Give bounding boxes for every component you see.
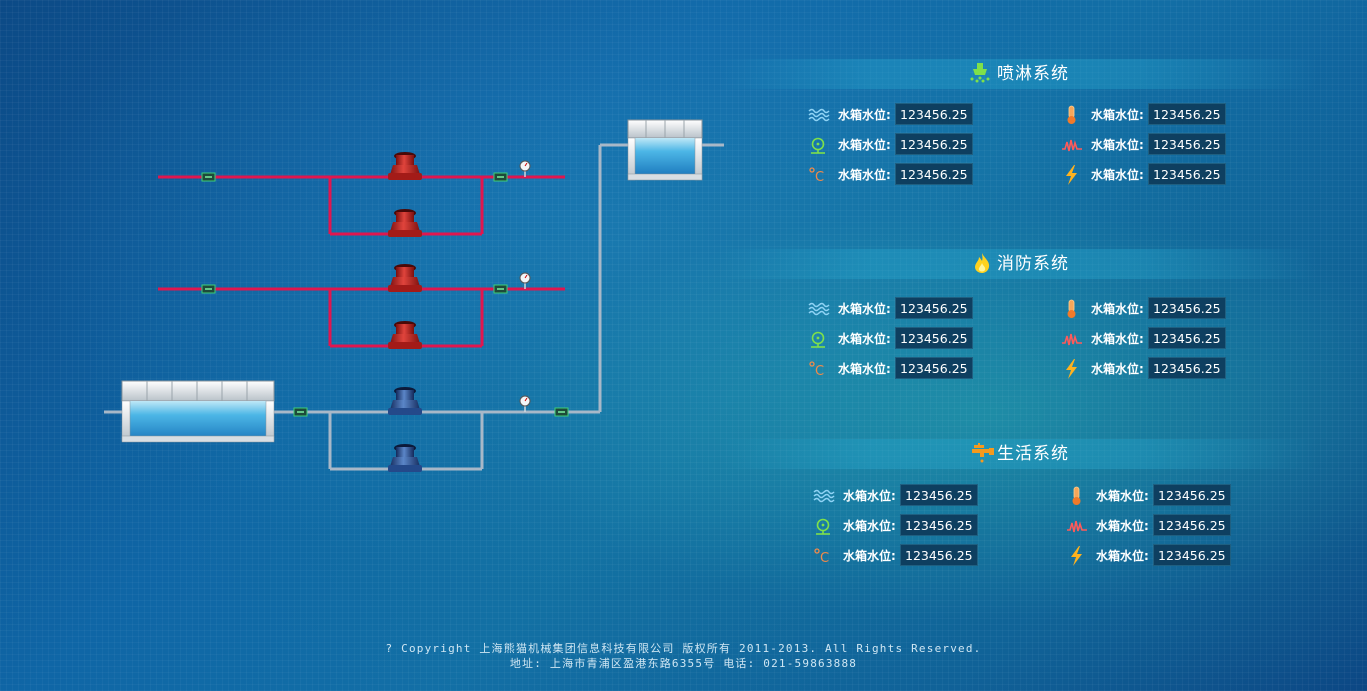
svg-text:C: C (815, 364, 824, 379)
lightning-icon (1061, 359, 1083, 379)
metric-value: 123456.25 (895, 163, 973, 185)
svg-text:C: C (815, 170, 824, 185)
fire-pipeline-1 (158, 175, 565, 236)
water-tank-large[interactable] (121, 380, 275, 443)
valve[interactable] (493, 284, 508, 294)
metric-value: 123456.25 (900, 544, 978, 566)
metric-value: 123456.25 (900, 484, 978, 506)
valve[interactable] (493, 172, 508, 182)
domestic-pump[interactable] (388, 387, 422, 415)
metric-label: 水箱水位: (843, 519, 896, 533)
metric-value: 123456.25 (895, 327, 973, 349)
metric-label: 水箱水位: (1096, 489, 1149, 503)
domestic-pump[interactable] (388, 444, 422, 472)
thermometer-icon (1061, 299, 1083, 319)
lightning-icon (1061, 165, 1083, 185)
valve[interactable] (201, 172, 216, 182)
pressure-gauge-icon (813, 516, 835, 536)
waveform-icon (1061, 329, 1083, 349)
metric-value: 123456.25 (900, 514, 978, 536)
metric-value: 123456.25 (895, 357, 973, 379)
valve[interactable] (293, 407, 308, 417)
pressure-gauge[interactable] (519, 272, 531, 289)
metric-label: 水箱水位: (838, 302, 891, 316)
valve[interactable] (201, 284, 216, 294)
fire-pump[interactable] (388, 321, 422, 349)
water-wave-icon (808, 105, 830, 125)
metric-label: 水箱水位: (1091, 302, 1144, 316)
metric-value: 123456.25 (895, 103, 973, 125)
valve[interactable] (554, 407, 569, 417)
metric-label: 水箱水位: (1091, 168, 1144, 182)
fire-pump[interactable] (388, 209, 422, 237)
thermometer-icon (1061, 105, 1083, 125)
section-header-domestic (718, 439, 1318, 469)
metric-value: 123456.25 (1148, 163, 1226, 185)
water-wave-icon (813, 486, 835, 506)
section-header-sprinkler (718, 59, 1318, 89)
pressure-gauge-icon (808, 329, 830, 349)
metric-label: 水箱水位: (1091, 362, 1144, 376)
waveform-icon (1061, 135, 1083, 155)
lightning-icon (1066, 546, 1088, 566)
metric-label: 水箱水位: (1091, 332, 1144, 346)
fire-pump[interactable] (388, 264, 422, 292)
section-header-fire (718, 249, 1318, 279)
metric-value: 123456.25 (1148, 103, 1226, 125)
thermometer-icon (1066, 486, 1088, 506)
metric-label: 水箱水位: (838, 362, 891, 376)
metric-value: 123456.25 (1148, 297, 1226, 319)
waveform-icon (1066, 516, 1088, 536)
celsius-icon: C (808, 165, 830, 185)
metric-label: 水箱水位: (1091, 138, 1144, 152)
metric-label: 水箱水位: (838, 138, 891, 152)
pressure-gauge[interactable] (519, 395, 531, 412)
metric-label: 水箱水位: (843, 549, 896, 563)
flame-icon (971, 252, 993, 274)
celsius-icon: C (813, 546, 835, 566)
section-title: 喷淋系统 (997, 64, 1069, 84)
pressure-gauge[interactable] (519, 160, 531, 177)
sprinkler-icon (969, 62, 991, 84)
metric-value: 123456.25 (895, 297, 973, 319)
pressure-gauge-icon (808, 135, 830, 155)
metric-label: 水箱水位: (1096, 519, 1149, 533)
metric-label: 水箱水位: (843, 489, 896, 503)
metric-value: 123456.25 (1153, 544, 1231, 566)
metric-value: 123456.25 (1153, 484, 1231, 506)
metric-value: 123456.25 (1148, 133, 1226, 155)
water-tank-small[interactable] (627, 119, 703, 181)
metric-value: 123456.25 (1153, 514, 1231, 536)
celsius-icon: C (808, 359, 830, 379)
metric-label: 水箱水位: (1096, 549, 1149, 563)
metric-label: 水箱水位: (838, 332, 891, 346)
metric-label: 水箱水位: (1091, 108, 1144, 122)
pipeline-diagram (104, 119, 724, 472)
faucet-icon (971, 442, 994, 464)
section-title: 消防系统 (997, 254, 1069, 274)
metric-value: 123456.25 (1148, 327, 1226, 349)
metric-value: 123456.25 (895, 133, 973, 155)
fire-pump[interactable] (388, 152, 422, 180)
footer-copyright: ? Copyright 上海熊猫机械集团信息科技有限公司 版权所有 2011-2… (385, 642, 982, 655)
metric-value: 123456.25 (1148, 357, 1226, 379)
water-wave-icon (808, 299, 830, 319)
fire-pipeline-2 (158, 287, 565, 348)
metric-label: 水箱水位: (838, 168, 891, 182)
section-title: 生活系统 (997, 444, 1069, 464)
svg-text:C: C (820, 551, 829, 566)
metric-label: 水箱水位: (838, 108, 891, 122)
footer-address: 地址: 上海市青浦区盈港东路6355号 电话: 021-59863888 (509, 657, 858, 670)
